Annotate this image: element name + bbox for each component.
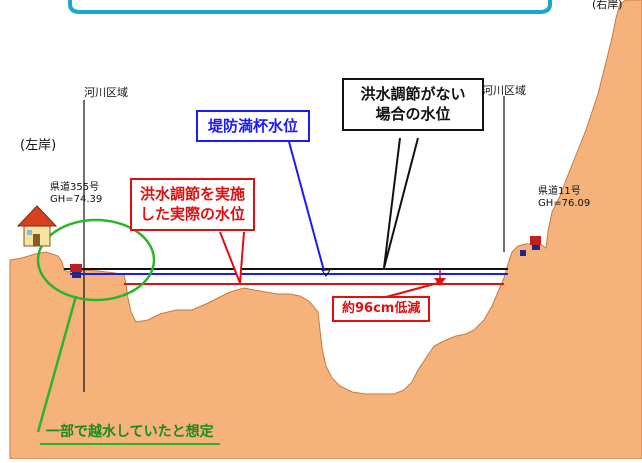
road-355-gh: GH=74.39 — [50, 193, 103, 205]
ground-profile — [9, 0, 642, 460]
left-bank-label: (左岸) — [20, 138, 57, 153]
road-11-name: 県道11号 — [538, 186, 581, 197]
bank-full-level-callout: 堤防満杯水位 — [196, 110, 311, 143]
no-control-line2: 場合の水位 — [375, 105, 451, 124]
no-control-line1: 洪水調節がない — [360, 85, 466, 103]
reduction-leader — [385, 282, 439, 298]
river-area-left-label: 河川区域 — [84, 86, 128, 99]
prefectural-road-11-label: 県道11号 GH=76.09 — [538, 186, 590, 209]
title-box-edge — [68, 0, 552, 14]
top-right-bank-label: (右岸) — [592, 0, 623, 11]
left-bank-vehicle-icon — [70, 264, 82, 278]
water-surface-marker — [321, 269, 331, 277]
reduction-arrow-head — [434, 278, 446, 286]
right-bank-vehicle-icon — [530, 236, 541, 250]
road-11-gh: GH=76.09 — [538, 197, 591, 209]
reduction-callout: 約96cm低減 — [332, 296, 431, 322]
prefectural-road-355-label: 県道355号 GH=74.39 — [50, 182, 102, 205]
overflow-leader — [36, 295, 78, 433]
house-icon — [16, 205, 58, 247]
no-control-leader — [383, 137, 419, 269]
right-bank-marker-icon — [520, 250, 526, 256]
overflow-note-label: 一部で越水していたと想定 — [40, 421, 220, 445]
actual-leader — [219, 231, 245, 284]
bank-full-leader — [287, 137, 325, 272]
actual-level-callout: 洪水調節を実施 した実際の水位 — [130, 178, 256, 231]
no-control-level-callout: 洪水調節がない 場合の水位 — [342, 78, 484, 131]
actual-line2: した実際の水位 — [140, 205, 246, 224]
actual-line1: 洪水調節を実施 — [140, 185, 246, 203]
road-355-name: 県道355号 — [50, 182, 100, 193]
river-area-right-label: 河川区域 — [482, 84, 526, 97]
overflow-ellipse — [36, 218, 156, 302]
